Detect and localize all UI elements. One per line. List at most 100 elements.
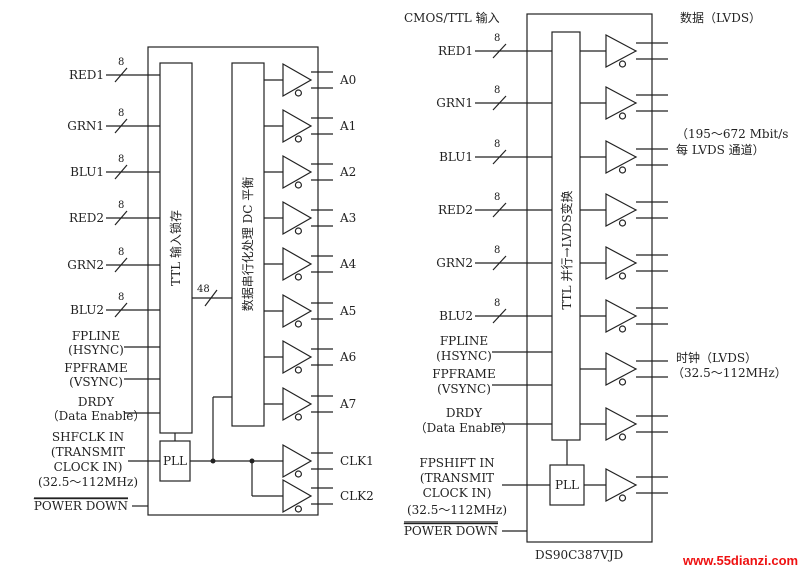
left-buffer-a3-bubble [294,227,302,235]
left-buffer-a3 [282,200,313,236]
left-bus-width-3: 8 [118,200,124,211]
right-input-grn1: GRN1 [436,96,473,110]
left-buffer-a5-bubble [294,320,302,328]
right-diagram: CMOS/TTL 输入 数据（LVDS） TTL 并行→LVDS变换 PLL （… [404,10,789,562]
left-clk-buffer-2-bubble [294,505,302,513]
left-clock-in-line3: CLOCK IN) [54,460,123,474]
right-input-red1: RED1 [438,44,473,58]
right-buffer-1 [605,34,638,68]
right-drdy-line1: DRDY [446,406,483,420]
left-latch-block [159,62,193,434]
left-buffer-a0-bubble [294,89,302,97]
right-chip-name: DS90C387VJD [535,548,623,562]
left-input-grn2: GRN2 [67,258,104,272]
left-internal-bus-label: 48 [197,284,210,295]
left-power-down: POWER DOWN [34,499,128,513]
right-chip-outline [526,13,653,543]
left-output-a2: A2 [339,165,356,179]
right-buffer-8 [605,407,638,441]
right-fpline-line1: FPLINE [440,334,488,348]
left-diagram: TTL 输入锁存 数据串行化处理 DC 平衡 48 PLL RED18GRN18… [34,46,374,516]
left-output-a5: A5 [339,304,356,318]
right-pll-label: PLL [555,478,579,492]
left-serializer-label: 数据串行化处理 DC 平衡 [240,177,255,311]
watermark: www.55dianzi.com [682,553,798,568]
right-clock-header-line2: （32.5～112MHz） [672,366,787,380]
right-buffer-4 [605,193,638,227]
left-buffer-a6-bubble [294,366,302,374]
right-clock-header-line1: 时钟（LVDS） [676,350,757,365]
right-input-red2: RED2 [438,203,473,217]
left-buffer-a5 [282,293,313,329]
right-bus-width-4: 8 [494,245,500,256]
left-input-blu1: BLU1 [70,165,104,179]
right-buffer-4-bubble [618,219,627,227]
left-output-a1: A1 [339,119,356,133]
left-chip-outline [147,46,319,516]
right-fpframe-line2: (VSYNC) [437,382,491,396]
right-buffer-3 [605,140,638,174]
right-power-down: POWER DOWN [404,524,498,538]
left-serializer-block [231,62,265,427]
right-buffer-6-bubble [618,325,627,333]
right-input-blu2: BLU2 [439,309,473,323]
left-buffer-a7 [282,386,313,422]
right-bus-width-0: 8 [494,33,500,44]
right-buffer-1-bubble [618,60,627,68]
left-drdy-line2: （Data Enable） [47,409,146,423]
left-buffer-a6 [282,339,313,375]
left-drdy-line1: DRDY [78,395,115,409]
left-input-blu2: BLU2 [70,303,104,317]
left-fpline-line2: (HSYNC) [68,343,124,357]
right-output-header: 数据（LVDS） [680,10,761,25]
right-buffer-2-bubble [618,112,627,120]
left-bus-width-4: 8 [118,247,124,258]
left-clk-buffer-1-bubble [294,470,302,478]
left-clk-output-1: CLK1 [340,454,374,468]
left-buffer-a7-bubble [294,413,302,421]
left-buffer-a4-bubble [294,273,302,281]
left-output-a7: A7 [339,397,356,411]
left-buffer-a1-bubble [294,135,302,143]
right-buffer-7 [605,352,638,386]
right-input-grn2: GRN2 [436,256,473,270]
right-input-blu1: BLU1 [439,150,473,164]
left-buffer-a1 [282,108,313,144]
right-input-header: CMOS/TTL 输入 [404,10,500,25]
left-bus-width-0: 8 [118,57,124,68]
left-buffer-a0 [282,62,313,98]
right-bus-width-5: 8 [494,298,500,309]
right-clock-in-line4: (32.5～112MHz) [407,503,507,517]
left-clk-buffer-1 [282,443,313,479]
left-buffer-a2-bubble [294,181,302,189]
right-fpframe-line1: FPFRAME [432,367,495,381]
right-bus-width-1: 8 [494,85,500,96]
right-buffer-6 [605,299,638,333]
right-buffer-5 [605,246,638,280]
left-output-a0: A0 [339,73,356,87]
left-clock-in-line1: SHFCLK IN [52,430,124,444]
right-clock-in-line3: CLOCK IN) [423,486,492,500]
left-buffer-a4 [282,246,313,282]
right-buffer-2 [605,86,638,120]
right-bus-width-2: 8 [494,139,500,150]
left-fpline-line1: FPLINE [72,329,120,343]
right-buffer-5-bubble [618,272,627,280]
right-buffer-8-bubble [618,433,627,441]
left-clk-buffer-2 [282,478,313,514]
right-bus-width-3: 8 [494,192,500,203]
left-fpframe-line2: (VSYNC) [69,375,123,389]
right-clock-in-line2: (TRANSMIT [420,471,494,485]
left-output-a3: A3 [339,211,356,225]
right-buffer-3-bubble [618,166,627,174]
left-input-red2: RED2 [69,211,104,225]
left-buffer-a2 [282,154,313,190]
right-clk-buffer [605,468,638,502]
left-output-a6: A6 [339,350,356,364]
left-input-grn1: GRN1 [67,119,104,133]
right-clock-in-line1: FPSHIFT IN [419,456,494,470]
right-converter-label: TTL 并行→LVDS变换 [559,190,574,309]
left-output-a4: A4 [339,257,357,271]
left-latch-label: TTL 输入锁存 [168,210,183,286]
